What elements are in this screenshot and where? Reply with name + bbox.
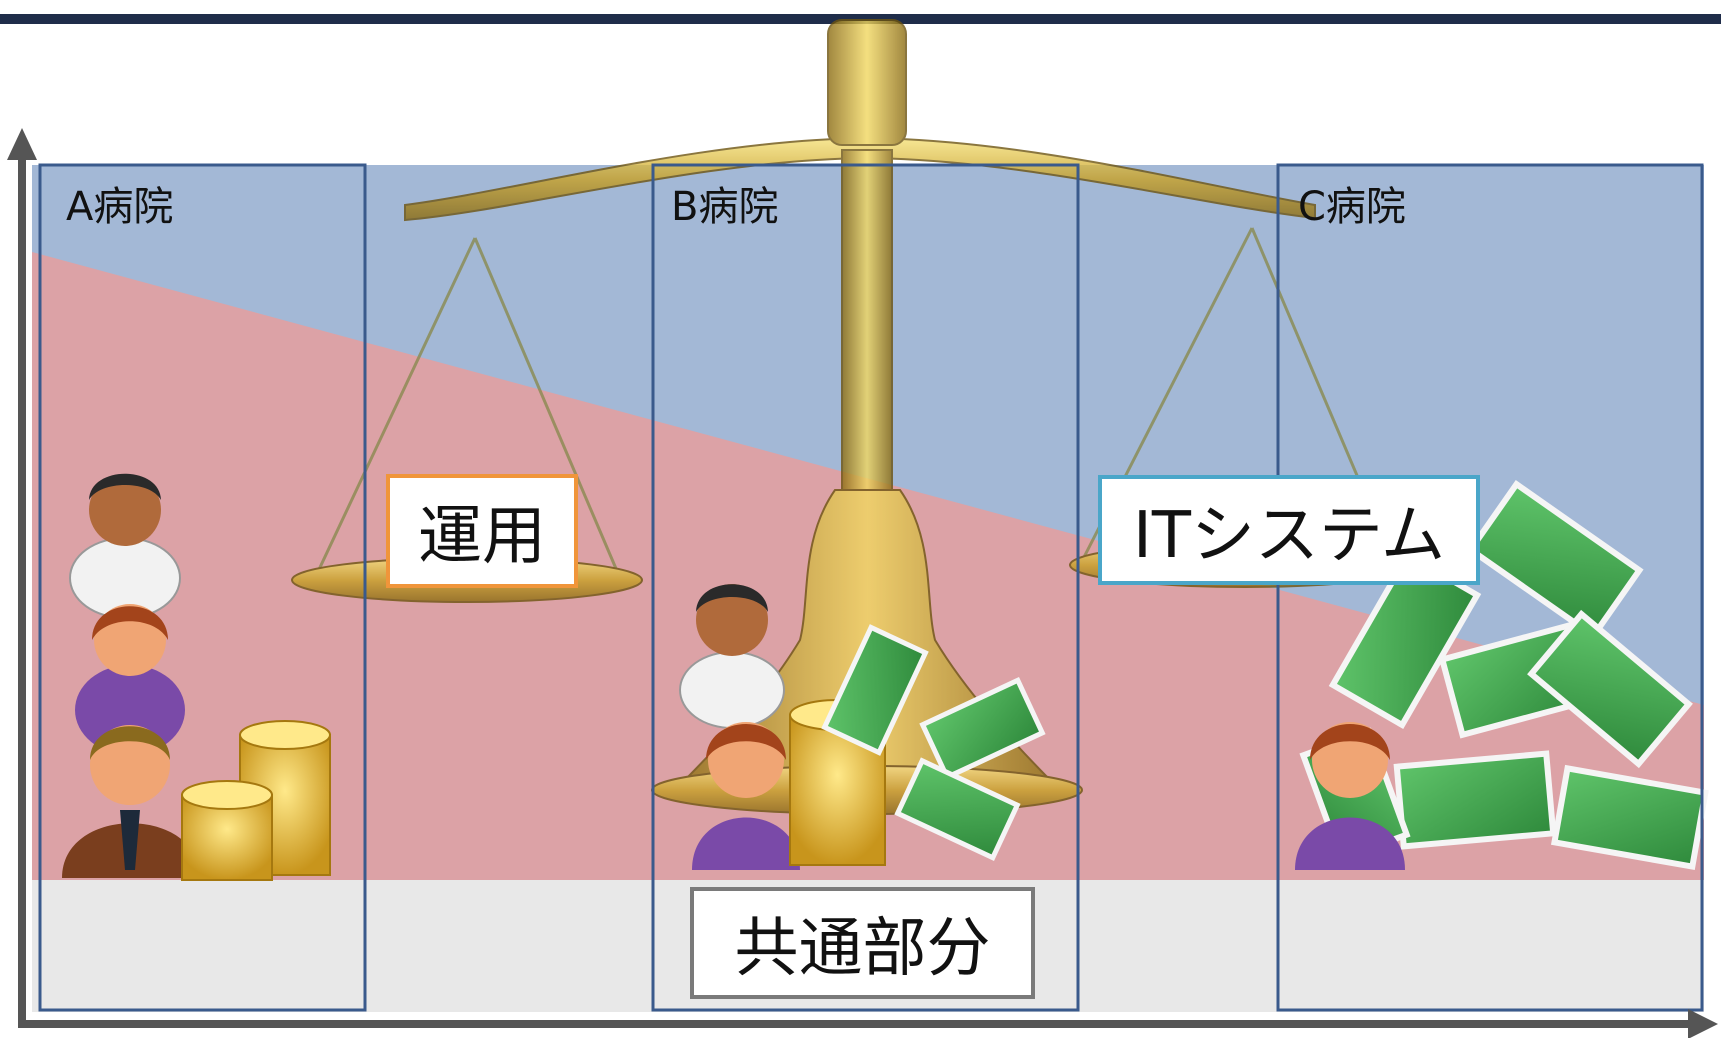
person-icon [62,725,200,878]
it-system-label: ITシステム [1098,475,1480,585]
hospital-a-label: A病院 [66,184,174,230]
axes [7,128,1718,1038]
money-bundle-icon [821,624,1046,862]
hospital-a-frame [38,163,367,1012]
hospital-b-frame [651,163,1080,1012]
person-icon [69,473,181,619]
hospital-b-label: B病院 [671,184,779,230]
person-icon [75,604,185,755]
coin-stack-icon [181,720,331,881]
person-icon [692,722,800,870]
operation-label: 運用 [386,474,578,588]
person-icon [1295,722,1405,870]
hospital-c-frame [1276,163,1704,1012]
common-part-label: 共通部分 [690,887,1035,999]
person-icon [679,584,785,729]
money-bundle-icon [1299,480,1709,871]
hospital-c-label: C病院 [1298,184,1406,230]
